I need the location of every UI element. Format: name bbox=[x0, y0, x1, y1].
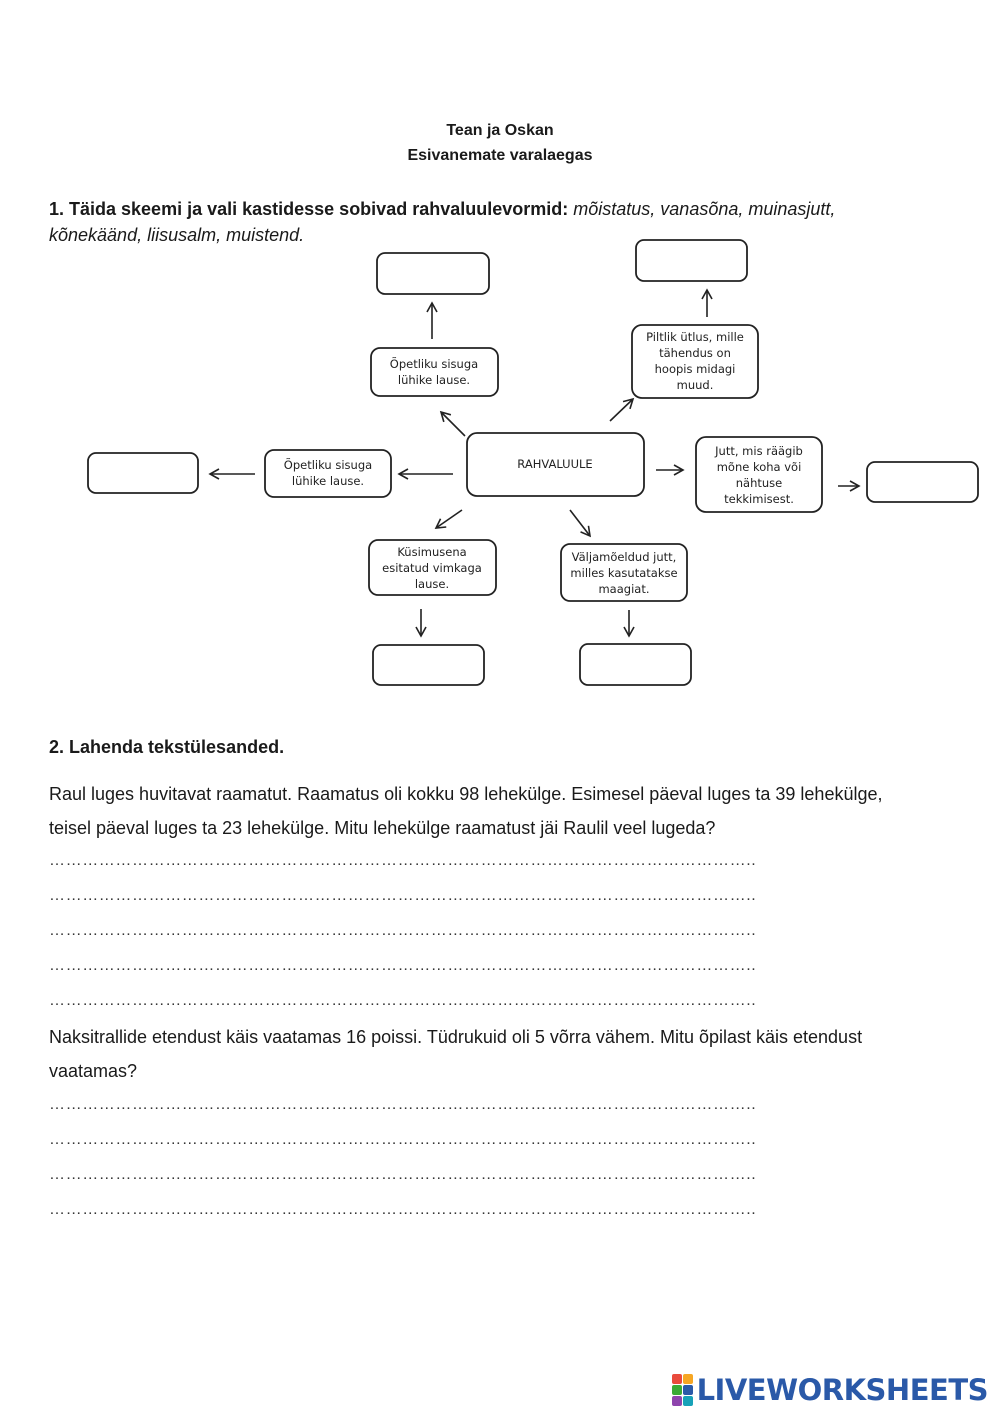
worksheet-title: Tean ja Oskan bbox=[446, 122, 554, 139]
desc-box-right bbox=[695, 436, 823, 513]
desc-top-left-line: Õpetliku sisuga bbox=[390, 356, 478, 371]
desc-bottom-left-line: Küsimusena bbox=[397, 545, 466, 559]
desc-top-right-line: muud. bbox=[677, 378, 714, 392]
desc-box-bottom-left bbox=[368, 539, 497, 596]
desc-top-right-line: tähendus on bbox=[659, 346, 731, 360]
desc-box-bottom-right bbox=[560, 543, 688, 602]
answer-line[interactable]: …………………………………………………………………………………………………………… bbox=[49, 1131, 757, 1148]
answer-line[interactable]: …………………………………………………………………………………………………………… bbox=[49, 922, 757, 939]
answer-box-top-right[interactable] bbox=[635, 239, 748, 282]
desc-box-top-left bbox=[370, 347, 499, 397]
liveworksheets-logo-icon bbox=[671, 1374, 693, 1406]
svg-text:lause.: lause. bbox=[415, 577, 449, 591]
desc-top-right-line: hoopis midagi bbox=[655, 362, 736, 376]
desc-top-right-line: Piltlik ütlus, mille bbox=[646, 330, 744, 344]
worksheet-subtitle: Esivanemate varalaegas bbox=[407, 147, 593, 164]
svg-text:hoopis midagi: hoopis midagi bbox=[655, 362, 736, 376]
desc-right-line: mõne koha või bbox=[717, 460, 802, 474]
answer-box-left[interactable] bbox=[87, 452, 199, 494]
answer-box-right[interactable] bbox=[866, 461, 979, 503]
svg-text:Õpetliku sisuga: Õpetliku sisuga bbox=[390, 356, 478, 371]
task2-heading: 2. Lahenda tekstülesanded. bbox=[49, 737, 285, 757]
svg-text:Piltlik ütlus, mille: Piltlik ütlus, mille bbox=[646, 330, 744, 344]
desc-bottom-left-line: lause. bbox=[415, 577, 449, 591]
desc-left-line: lühike lause. bbox=[292, 474, 364, 488]
svg-text:lühike lause.: lühike lause. bbox=[292, 474, 364, 488]
desc-right-line: nähtuse bbox=[736, 476, 783, 490]
liveworksheets-brand: LIVEWORKSHEETS bbox=[671, 1373, 989, 1407]
arrow bbox=[434, 509, 463, 529]
answer-box-bottom-right[interactable] bbox=[579, 643, 692, 686]
task1-lead: 1. Täida skeemi ja vali kastidesse sobiv… bbox=[49, 199, 569, 219]
svg-text:tähendus on: tähendus on bbox=[659, 346, 731, 360]
desc-left-line: Õpetliku sisuga bbox=[284, 457, 372, 472]
svg-text:Jutt, mis räägib: Jutt, mis räägib bbox=[714, 444, 803, 458]
brand-name: LIVEWORKSHEETS bbox=[696, 1373, 989, 1407]
svg-text:mõne koha või: mõne koha või bbox=[717, 460, 802, 474]
problem-1-text: Raul luges huvitavat raamatut. Raamatus … bbox=[49, 784, 883, 838]
svg-text:esitatud vimkaga: esitatud vimkaga bbox=[382, 561, 482, 575]
folklore-diagram: RAHVALUULE Õpetliku sisuga lühike lause.… bbox=[87, 239, 979, 686]
arrow bbox=[439, 410, 466, 437]
svg-text:lühike lause.: lühike lause. bbox=[398, 373, 470, 387]
desc-bottom-right-line: milles kasutatakse bbox=[570, 566, 677, 580]
desc-right-line: tekkimisest. bbox=[724, 492, 794, 506]
answer-line[interactable]: …………………………………………………………………………………………………………… bbox=[49, 957, 757, 974]
svg-text:tekkimisest.: tekkimisest. bbox=[724, 492, 794, 506]
arrow bbox=[609, 397, 635, 422]
desc-bottom-right-line: Väljamõeldud jutt, bbox=[572, 550, 677, 564]
answer-line[interactable]: …………………………………………………………………………………………………………… bbox=[49, 992, 757, 1009]
answer-box-top-left[interactable] bbox=[376, 252, 490, 295]
task1-options: mõistatus, vanasõna, muinasjutt, kõnekää… bbox=[49, 199, 836, 245]
svg-text:maagiat.: maagiat. bbox=[598, 582, 649, 596]
svg-text:Õpetliku sisuga: Õpetliku sisuga bbox=[284, 457, 372, 472]
answer-line[interactable]: …………………………………………………………………………………………………………… bbox=[49, 1166, 757, 1183]
answer-box-bottom-left[interactable] bbox=[372, 644, 485, 686]
svg-text:Küsimusena: Küsimusena bbox=[397, 545, 466, 559]
desc-right-line: Jutt, mis räägib bbox=[714, 444, 803, 458]
svg-text:nähtuse: nähtuse bbox=[736, 476, 783, 490]
desc-bottom-right-line: maagiat. bbox=[598, 582, 649, 596]
center-box bbox=[466, 432, 645, 497]
desc-top-left-line: lühike lause. bbox=[398, 373, 470, 387]
desc-box-left bbox=[264, 449, 392, 498]
center-label: RAHVALUULE bbox=[517, 457, 592, 471]
arrow bbox=[569, 509, 592, 538]
svg-text:milles kasutatakse: milles kasutatakse bbox=[570, 566, 677, 580]
answer-line[interactable]: …………………………………………………………………………………………………………… bbox=[49, 1201, 757, 1218]
problem-2-text: Naksitrallide etendust käis vaatamas 16 … bbox=[49, 1027, 863, 1081]
svg-text:muud.: muud. bbox=[677, 378, 714, 392]
desc-box-top-right bbox=[631, 324, 759, 399]
desc-bottom-left-line: esitatud vimkaga bbox=[382, 561, 482, 575]
svg-text:Väljamõeldud jutt,: Väljamõeldud jutt, bbox=[572, 550, 677, 564]
answer-line[interactable]: …………………………………………………………………………………………………………… bbox=[49, 1096, 757, 1113]
answer-line[interactable]: …………………………………………………………………………………………………………… bbox=[49, 852, 757, 869]
answer-line[interactable]: …………………………………………………………………………………………………………… bbox=[49, 887, 757, 904]
task1-instruction: 1. Täida skeemi ja vali kastidesse sobiv… bbox=[49, 196, 869, 248]
